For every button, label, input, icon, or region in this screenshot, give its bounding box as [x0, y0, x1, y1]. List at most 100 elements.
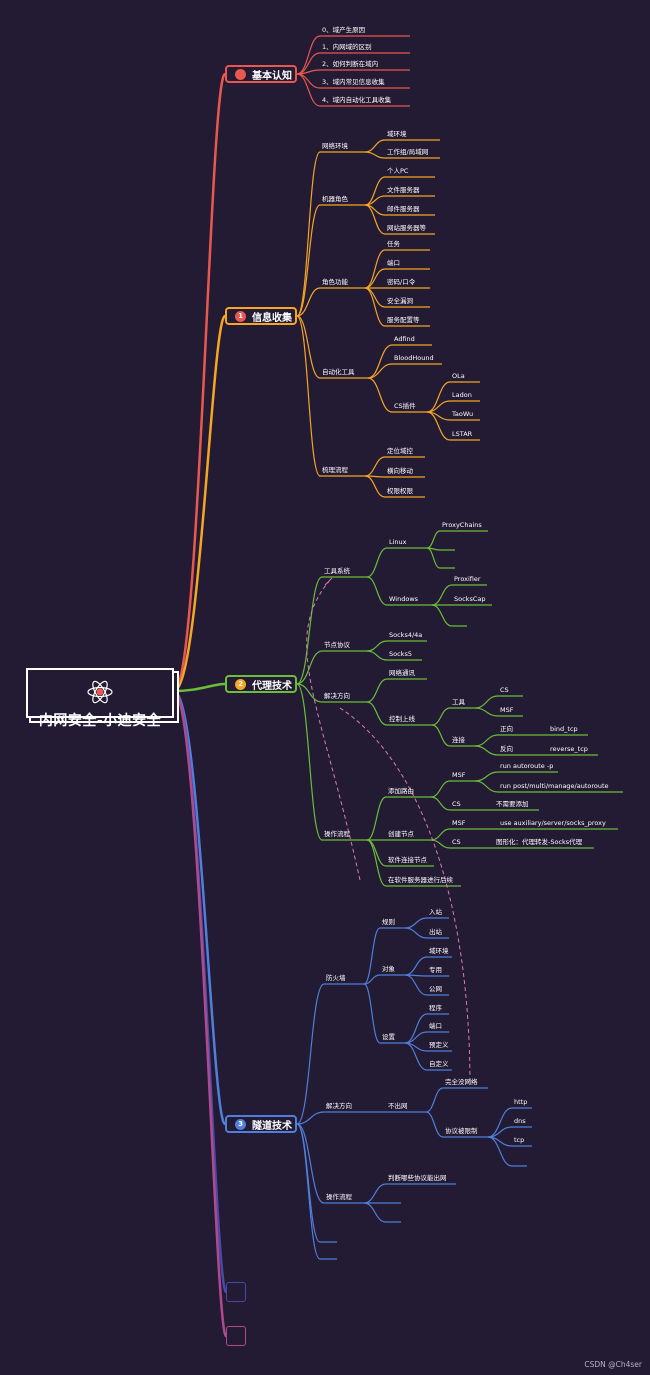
tunnel-settings[interactable]: 设置	[382, 1033, 395, 1041]
tunnel-http[interactable]: http	[514, 1098, 528, 1106]
branch-basic[interactable]: 基本认知	[225, 65, 297, 83]
proxy-win-child-0[interactable]: Proxifier	[454, 575, 481, 583]
tunnel-predefined[interactable]: 预定义	[429, 1041, 449, 1049]
info-process[interactable]: 梳理流程	[322, 466, 348, 474]
tunnel-domain[interactable]: 域环境	[429, 947, 449, 955]
proxy-tool-system[interactable]: 工具系统	[324, 567, 350, 575]
tunnel-firewall[interactable]: 防火墙	[326, 974, 346, 982]
branch-connector	[425, 1087, 488, 1113]
info-process-child-1[interactable]: 横向移动	[387, 467, 413, 475]
proxy-create-msf[interactable]: MSF	[452, 819, 466, 827]
basic-item-2[interactable]: 2、如何判断在域内	[322, 60, 379, 68]
tunnel-program[interactable]: 程序	[429, 1004, 442, 1012]
proxy-windows[interactable]: Windows	[389, 595, 419, 603]
tunnel-custom[interactable]: 自定义	[429, 1060, 449, 1068]
info-role-child-2[interactable]: 密码/口令	[387, 278, 416, 286]
tunnel-public[interactable]: 公网	[429, 985, 442, 993]
proxy-bind-tcp[interactable]: bind_tcp	[550, 725, 578, 733]
info-tool-bloodhound[interactable]: BloodHound	[394, 354, 434, 362]
info-cs-child-0[interactable]: OLa	[452, 372, 465, 380]
info-cs-child-1[interactable]: Ladon	[452, 391, 472, 399]
proxy-socks5[interactable]: Socks5	[389, 650, 412, 658]
info-network-env[interactable]: 网络环境	[322, 142, 348, 150]
branch-tunnel[interactable]: 3 隧道技术	[225, 1115, 297, 1133]
tunnel-object[interactable]: 对象	[382, 965, 395, 973]
proxy-node-protocol[interactable]: 节点协议	[324, 641, 350, 649]
proxy-win-child-1[interactable]: SocksCap	[454, 595, 486, 603]
tunnel-private[interactable]: 专用	[429, 966, 442, 974]
basic-item-1[interactable]: 1、内网域的区别	[322, 43, 372, 51]
proxy-linux-child-0[interactable]: ProxyChains	[442, 521, 482, 529]
info-role-child-1[interactable]: 端口	[387, 259, 400, 267]
info-machine-role[interactable]: 机器角色	[322, 195, 348, 203]
tunnel-port[interactable]: 端口	[429, 1022, 442, 1030]
info-network-child-0[interactable]: 域环境	[387, 130, 407, 138]
proxy-create-cs[interactable]: CS	[452, 838, 461, 846]
proxy-software-connect[interactable]: 软件连接节点	[388, 856, 427, 864]
proxy-reverse-tcp[interactable]: reverse_tcp	[550, 745, 588, 753]
info-role-function[interactable]: 角色功能	[322, 278, 348, 286]
basic-item-3[interactable]: 3、域内常见信息收集	[322, 78, 385, 86]
branch-connector	[431, 707, 475, 726]
info-role-child-4[interactable]: 服务配置等	[387, 316, 420, 324]
proxy-socks4[interactable]: Socks4/4a	[389, 631, 423, 639]
proxy-tool[interactable]: 工具	[452, 698, 465, 706]
info-cs-child-2[interactable]: TaoWu	[452, 410, 474, 418]
proxy-reverse[interactable]: 反向	[500, 745, 513, 753]
branch-connector	[426, 530, 488, 549]
tunnel-op-process[interactable]: 操作流程	[326, 1193, 352, 1201]
info-cs-plugin[interactable]: CS插件	[394, 402, 416, 410]
info-network-child-1[interactable]: 工作组/局域网	[387, 148, 429, 156]
branch-connector	[296, 1123, 337, 1260]
tunnel-rules[interactable]: 规则	[382, 918, 395, 926]
info-machine-child-1[interactable]: 文件服务器	[387, 186, 420, 194]
proxy-network-comm[interactable]: 网络通讯	[389, 669, 415, 677]
basic-item-0[interactable]: 0、域产生原因	[322, 26, 366, 34]
tunnel-solution[interactable]: 解决方向	[326, 1102, 352, 1110]
root-node[interactable]: 内网安全-小迪安全	[26, 668, 174, 729]
info-tool-adfind[interactable]: Adfind	[394, 335, 415, 343]
proxy-msf[interactable]: MSF	[452, 771, 466, 779]
info-machine-child-2[interactable]: 邮件服务器	[387, 205, 420, 213]
proxy-tool-cs[interactable]: CS	[500, 686, 509, 694]
tunnel-no-network[interactable]: 完全没网络	[445, 1078, 478, 1086]
tunnel-tcp[interactable]: tcp	[514, 1136, 525, 1144]
info-machine-child-0[interactable]: 个人PC	[387, 167, 409, 175]
proxy-cs-noadd[interactable]: 不需要添加	[496, 800, 529, 808]
proxy-create-node[interactable]: 创建节点	[388, 830, 414, 838]
proxy-solution[interactable]: 解决方向	[324, 692, 350, 700]
empty-branch-1[interactable]	[226, 1282, 246, 1302]
info-process-child-2[interactable]: 权限权限	[387, 487, 413, 495]
proxy-linux[interactable]: Linux	[389, 538, 407, 546]
tunnel-outbound[interactable]: 出站	[429, 928, 442, 936]
proxy-cs[interactable]: CS	[452, 800, 461, 808]
info-role-child-0[interactable]: 任务	[387, 240, 400, 248]
tunnel-judge-protocol[interactable]: 判断哪些协议能出网	[388, 1174, 447, 1182]
basic-item-4[interactable]: 4、域内自动化工具收集	[322, 96, 392, 104]
branch-proxy[interactable]: 2 代理技术	[225, 675, 297, 693]
proxy-socks-proxy-cmd[interactable]: use auxiliary/server/socks_proxy	[500, 819, 606, 827]
info-machine-child-3[interactable]: 网站服务器等	[387, 224, 426, 232]
proxy-follow-up[interactable]: 在软件服务器进行后续	[388, 876, 453, 884]
proxy-connect[interactable]: 连接	[452, 736, 465, 744]
tunnel-protocol-limited[interactable]: 协议被限制	[445, 1127, 478, 1135]
proxy-control-online[interactable]: 控制上线	[389, 715, 415, 723]
tunnel-no-internet[interactable]: 不出网	[388, 1102, 408, 1110]
proxy-forward[interactable]: 正向	[500, 725, 513, 733]
proxy-msf-cmd-0[interactable]: run autoroute -p	[500, 762, 554, 770]
branch-connector	[404, 1042, 452, 1071]
proxy-cs-gui[interactable]: 图形化：代理转发-Socks代理	[496, 838, 583, 846]
branch-info[interactable]: 1 信息收集	[225, 307, 297, 325]
proxy-msf-cmd-1[interactable]: run post/multi/manage/autoroute	[500, 782, 609, 790]
info-process-child-0[interactable]: 定位域控	[387, 447, 413, 455]
proxy-add-route[interactable]: 添加路由	[388, 787, 414, 795]
proxy-tool-msf[interactable]: MSF	[500, 706, 514, 714]
proxy-op-process[interactable]: 操作流程	[324, 830, 350, 838]
empty-branch-2[interactable]	[226, 1326, 246, 1346]
tunnel-dns[interactable]: dns	[514, 1117, 526, 1125]
info-cs-child-3[interactable]: LSTAR	[452, 430, 473, 438]
info-auto-tools[interactable]: 自动化工具	[322, 368, 355, 376]
info-role-child-3[interactable]: 安全漏洞	[387, 297, 413, 305]
tunnel-inbound[interactable]: 入站	[429, 908, 442, 916]
branch-connector	[296, 983, 364, 1125]
